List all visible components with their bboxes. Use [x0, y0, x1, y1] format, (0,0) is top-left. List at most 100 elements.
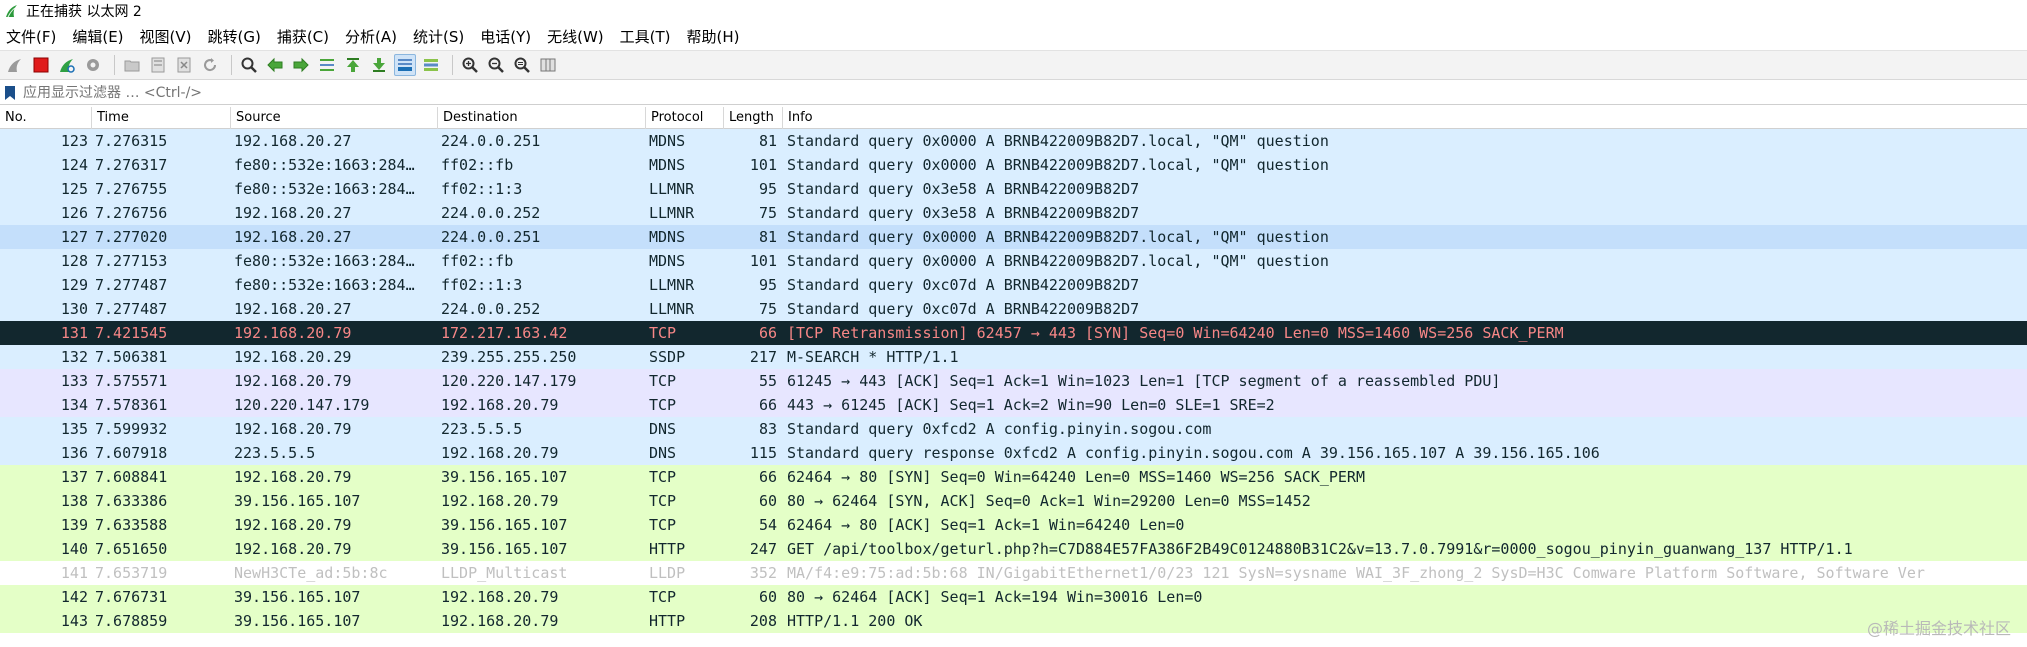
- find-packet-button[interactable]: [238, 54, 260, 76]
- column-header-source[interactable]: Source: [236, 110, 281, 125]
- packet-source: 223.5.5.5: [234, 444, 316, 462]
- menu-edit[interactable]: 编辑(E): [72, 27, 124, 46]
- go-forward-button[interactable]: [290, 54, 312, 76]
- packet-no: 131: [60, 324, 88, 342]
- packet-length: 66: [758, 468, 777, 486]
- column-divider[interactable]: [723, 107, 724, 129]
- column-divider[interactable]: [437, 107, 438, 129]
- restart-capture-button[interactable]: [56, 54, 78, 76]
- open-folder-icon: [124, 60, 140, 72]
- packet-length: 217: [749, 348, 777, 366]
- packet-destination: 192.168.20.79: [441, 444, 559, 462]
- zoom-in-icon: [462, 57, 478, 73]
- packet-length: 81: [758, 132, 777, 150]
- packet-length: 101: [749, 252, 777, 270]
- zoom-out-button[interactable]: [485, 54, 507, 76]
- menu-wireless[interactable]: 无线(W): [547, 27, 604, 46]
- stop-capture-button[interactable]: [30, 54, 52, 76]
- packet-destination: 120.220.147.179: [441, 372, 577, 390]
- packet-no: 127: [60, 228, 88, 246]
- colorize-button[interactable]: [420, 54, 442, 76]
- packet-source: 192.168.20.79: [234, 372, 352, 390]
- column-divider[interactable]: [645, 107, 646, 129]
- go-last-button[interactable]: [368, 54, 390, 76]
- menu-go[interactable]: 跳转(G): [207, 27, 261, 46]
- packet-length: 83: [758, 420, 777, 438]
- autoscroll-button[interactable]: [394, 54, 416, 76]
- column-header-protocol[interactable]: Protocol: [651, 110, 704, 125]
- menu-view[interactable]: 视图(V): [139, 27, 192, 46]
- column-divider[interactable]: [230, 107, 231, 129]
- packet-no: 143: [60, 612, 88, 630]
- packet-time: 7.653719: [95, 564, 168, 582]
- packet-destination: 224.0.0.252: [441, 300, 541, 318]
- column-divider[interactable]: [91, 107, 92, 129]
- packet-protocol: MDNS: [649, 132, 686, 150]
- reload-icon: [204, 58, 217, 72]
- menu-telephony[interactable]: 电话(Y): [480, 27, 532, 46]
- reload-button[interactable]: [199, 54, 221, 76]
- column-header-info[interactable]: Info: [788, 110, 813, 125]
- packet-no: 139: [60, 516, 88, 534]
- menu-tools[interactable]: 工具(T): [619, 27, 671, 46]
- packet-destination: 224.0.0.252: [441, 204, 541, 222]
- go-first-button[interactable]: [342, 54, 364, 76]
- packet-no: 134: [60, 396, 88, 414]
- packet-length: 60: [758, 588, 777, 606]
- colorize-icon: [424, 59, 438, 71]
- packet-no: 130: [60, 300, 88, 318]
- resize-columns-button[interactable]: [537, 54, 559, 76]
- packet-no: 123: [60, 132, 88, 150]
- packet-protocol: MDNS: [649, 156, 686, 174]
- filter-bookmark-button[interactable]: [3, 85, 17, 101]
- start-capture-button[interactable]: [4, 54, 26, 76]
- go-back-button[interactable]: [264, 54, 286, 76]
- zoom-in-button[interactable]: [459, 54, 481, 76]
- go-to-packet-button[interactable]: [316, 54, 338, 76]
- menu-help[interactable]: 帮助(H): [686, 27, 740, 46]
- save-file-button[interactable]: [147, 54, 169, 76]
- column-header-destination[interactable]: Destination: [443, 110, 518, 125]
- column-divider[interactable]: [782, 107, 783, 129]
- column-header-length[interactable]: Length: [729, 110, 774, 125]
- display-filter-input[interactable]: [23, 84, 1973, 101]
- packet-source: 192.168.20.79: [234, 420, 352, 438]
- column-header-no[interactable]: No.: [5, 110, 27, 125]
- menu-file[interactable]: 文件(F): [6, 27, 57, 46]
- packet-info: 62464 → 80 [SYN] Seq=0 Win=64240 Len=0 M…: [787, 468, 1365, 486]
- column-header-time[interactable]: Time: [97, 110, 129, 125]
- menu-analyze[interactable]: 分析(A): [345, 27, 397, 46]
- autoscroll-icon: [398, 59, 412, 71]
- packet-destination: 39.156.165.107: [441, 468, 568, 486]
- close-file-button[interactable]: [173, 54, 195, 76]
- menu-statistics[interactable]: 统计(S): [412, 27, 465, 46]
- open-file-button[interactable]: [121, 54, 143, 76]
- capture-options-button[interactable]: [82, 54, 104, 76]
- zoom-normal-button[interactable]: [511, 54, 533, 76]
- packet-info: 62464 → 80 [ACK] Seq=1 Ack=1 Win=64240 L…: [787, 516, 1185, 534]
- menu-capture[interactable]: 捕获(C): [276, 27, 330, 46]
- bookmark-icon: [5, 85, 15, 100]
